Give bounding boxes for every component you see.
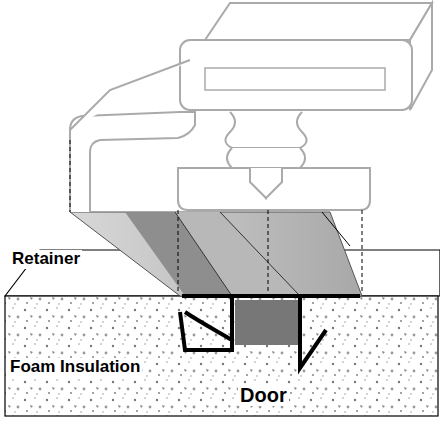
retainer-strip [70,212,362,345]
retainer-section [180,296,360,368]
part-label: Foam Insulation [8,358,142,377]
part-label: Retainer [10,250,82,269]
guide-lines [70,140,362,292]
part-label: Door [238,384,289,406]
gasket [70,3,432,212]
edge-line [322,212,350,246]
